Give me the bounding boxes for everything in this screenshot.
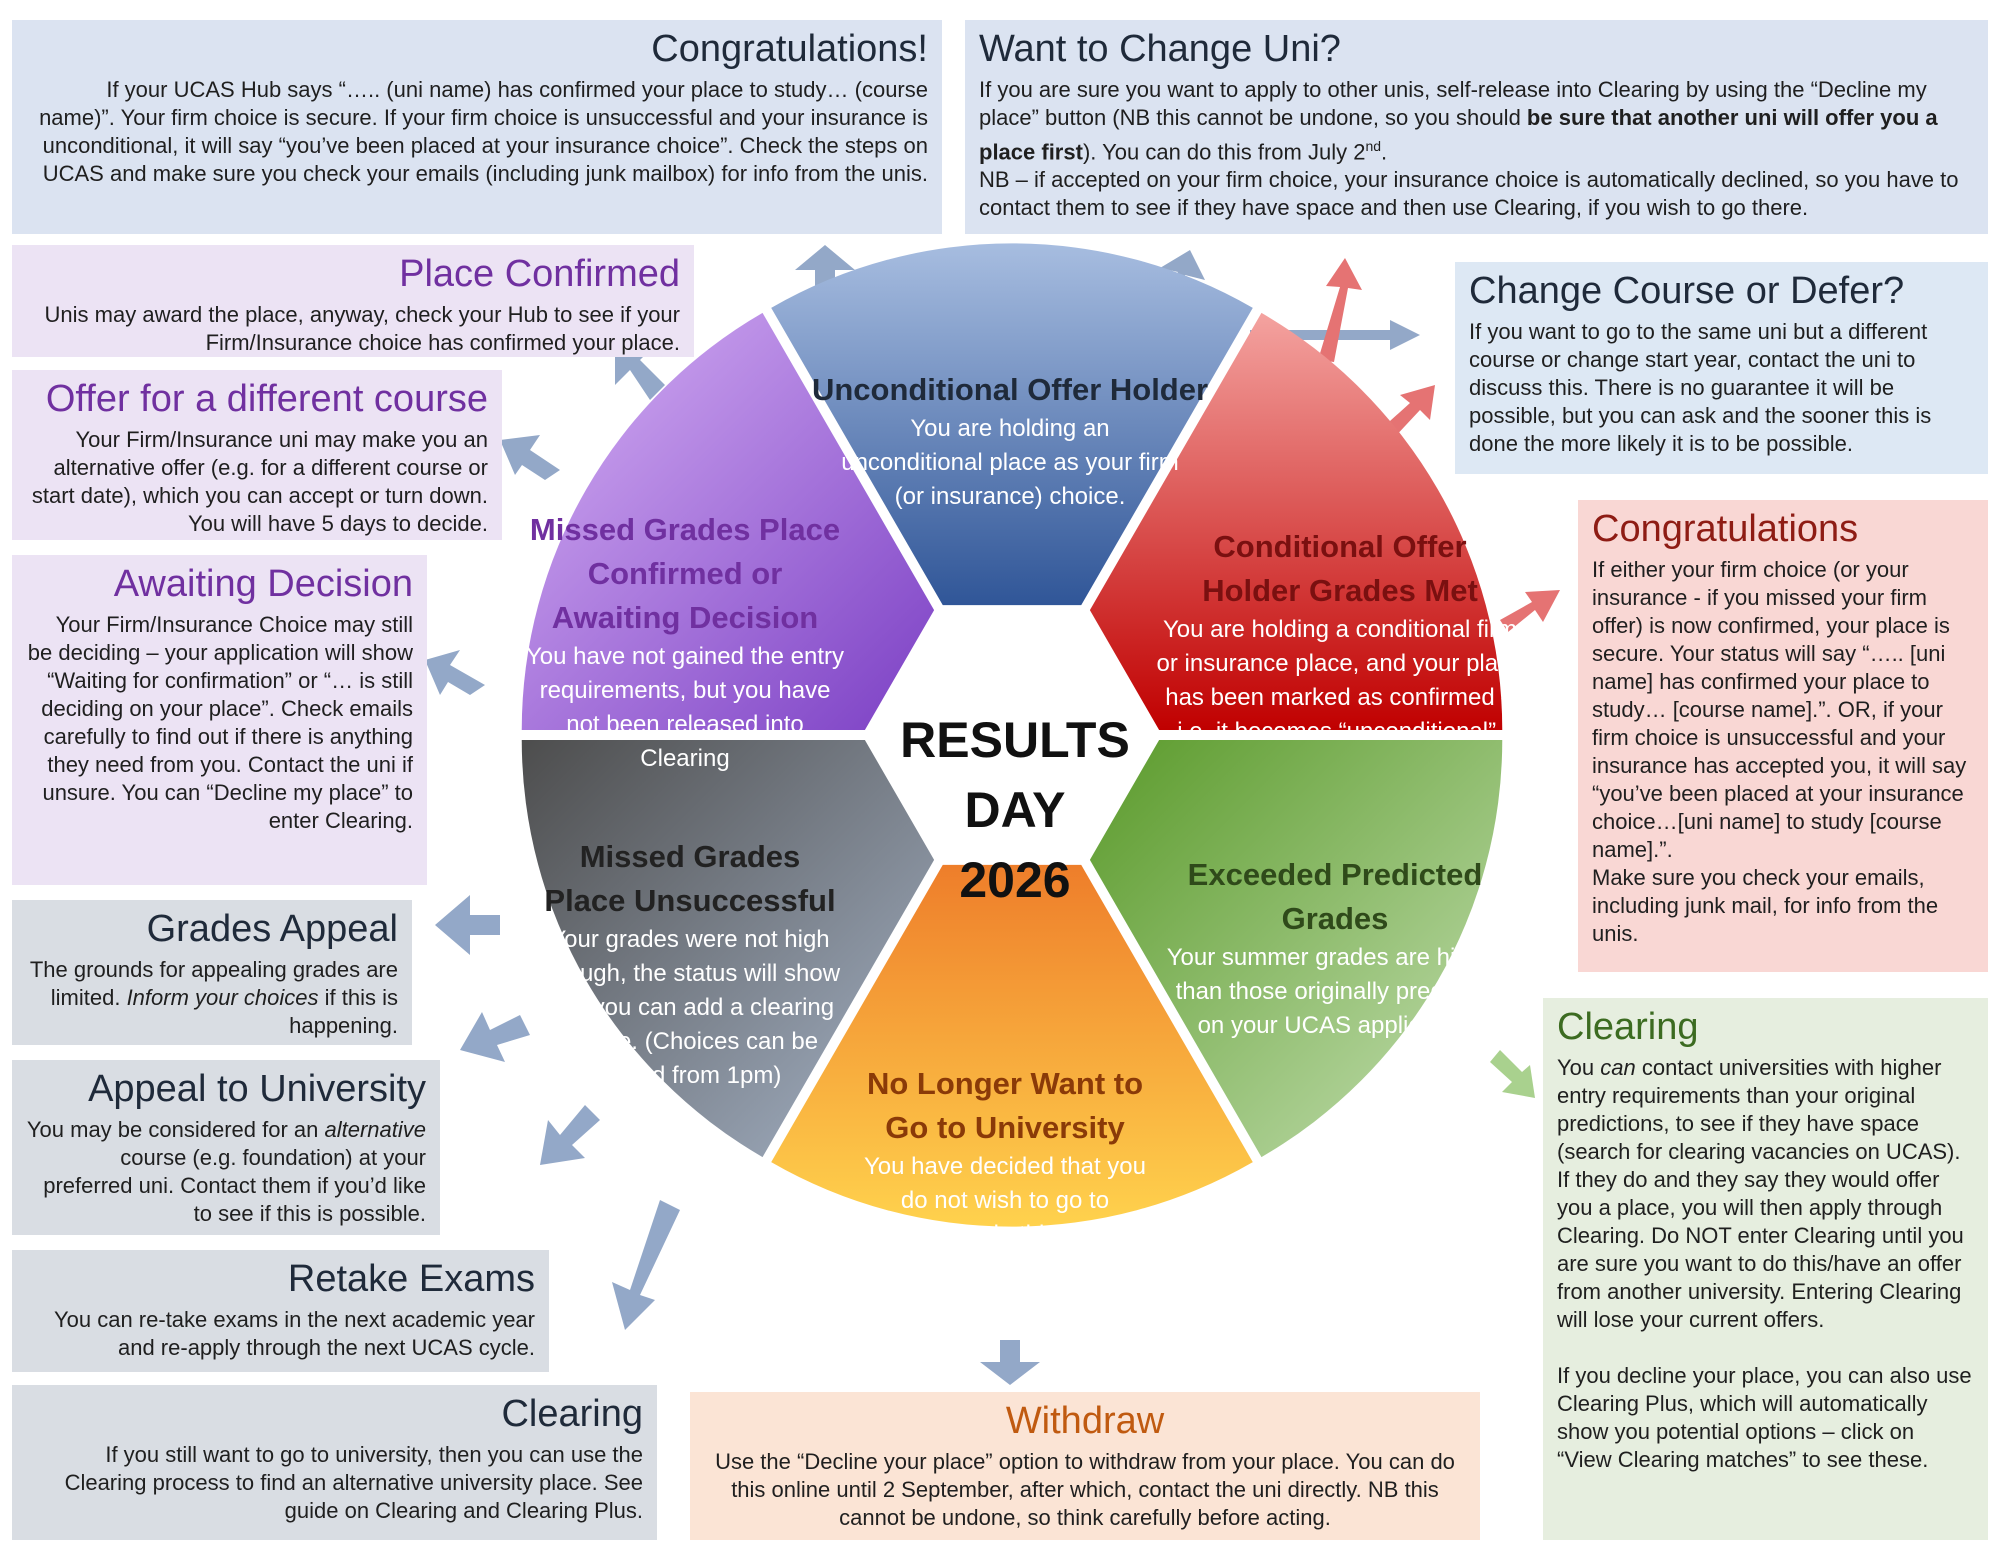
- different-course-text: Your Firm/Insurance uni may make you an …: [31, 427, 488, 536]
- change-course-text: If you want to go to the same uni but a …: [1469, 319, 1932, 456]
- place-confirmed-box: Place Confirmed Unis may award the place…: [12, 245, 694, 357]
- segment-unconditional-desc: You are holding an unconditional place a…: [841, 415, 1179, 510]
- segment-exceeded[interactable]: [1088, 740, 1503, 1158]
- appeal-university-title: Appeal to University: [88, 1068, 426, 1110]
- segment-no-longer[interactable]: [771, 861, 1253, 1227]
- segment-unconditional-title: Unconditional Offer Holder: [811, 372, 1209, 407]
- change-uni-title: Want to Change Uni?: [979, 28, 1341, 70]
- appeal-university-text: You may be considered for an alternative…: [26, 1116, 426, 1228]
- segment-conditional-desc: You are holding a conditional firm or in…: [1156, 616, 1524, 745]
- change-course-box: Change Course or Defer? If you want to g…: [1455, 262, 1988, 474]
- center-line-1: RESULTS: [900, 712, 1130, 768]
- segment-no-longer-desc: You have decided that you do not wish to…: [863, 1153, 1146, 1248]
- segment-conditional-text: Conditional Offer Holder Grades Met You …: [1150, 525, 1530, 749]
- congratulations-top-box: Congratulations! If your UCAS Hub says “…: [12, 20, 942, 234]
- place-confirmed-title: Place Confirmed: [399, 253, 680, 295]
- different-course-box: Offer for a different course Your Firm/I…: [12, 370, 502, 540]
- clearing-right-text-part2: contact universities with higher entry r…: [1557, 1055, 1964, 1332]
- grades-appeal-title: Grades Appeal: [146, 908, 398, 950]
- appeal-university-box: Appeal to University You may be consider…: [12, 1060, 440, 1235]
- withdraw-box: Withdraw Use the “Decline your place” op…: [690, 1392, 1480, 1540]
- clearing-left-text: If you still want to go to university, t…: [64, 1442, 643, 1523]
- congratulations-top-text: If your UCAS Hub says “….. (uni name) ha…: [39, 77, 928, 186]
- clearing-left-title: Clearing: [501, 1393, 643, 1435]
- change-course-title: Change Course or Defer?: [1469, 270, 1905, 312]
- clearing-right-italic: can: [1600, 1055, 1636, 1080]
- grades-appeal-italic: Inform your choices: [126, 985, 319, 1010]
- awaiting-decision-box: Awaiting Decision Your Firm/Insurance Ch…: [12, 555, 427, 885]
- grades-appeal-text-part2: if this is happening.: [289, 985, 398, 1038]
- appeal-university-text-part1: You may be considered for an: [26, 1117, 325, 1142]
- awaiting-decision-title: Awaiting Decision: [113, 563, 413, 605]
- different-course-title: Offer for a different course: [45, 378, 488, 420]
- segment-exceeded-text: Exceeded Predicted Grades Your summer gr…: [1165, 853, 1505, 1043]
- segment-exceeded-title: Exceeded Predicted Grades: [1187, 857, 1483, 936]
- segment-missed-confirmed[interactable]: [521, 312, 936, 730]
- segment-missed-confirmed-text: Missed Grades Place Confirmed or Awaitin…: [525, 508, 845, 776]
- appeal-university-italic: alternative: [324, 1117, 426, 1142]
- clearing-right-text-part1: You: [1557, 1055, 1601, 1080]
- center-hexagon: [862, 605, 1162, 865]
- appeal-university-text-part2: course (e.g. foundation) at your preferr…: [43, 1145, 426, 1226]
- segment-missed-unsuccessful[interactable]: [521, 740, 936, 1158]
- change-uni-note: NB – if accepted on your firm choice, yo…: [979, 167, 1959, 221]
- segment-no-longer-title: No Longer Want to Go to University: [866, 1066, 1144, 1145]
- retake-exams-text: You can re-take exams in the next academ…: [53, 1307, 535, 1360]
- segment-exceeded-desc: Your summer grades are higher than those…: [1166, 944, 1504, 1039]
- clearing-right-title: Clearing: [1557, 1006, 1699, 1048]
- retake-exams-title: Retake Exams: [287, 1258, 535, 1300]
- center-title: RESULTS DAY 2026: [890, 705, 1140, 915]
- segment-missed-confirmed-title: Missed Grades Place Confirmed or Awaitin…: [529, 512, 841, 635]
- change-uni-box: Want to Change Uni? If you are sure you …: [965, 20, 1988, 234]
- segment-unconditional[interactable]: [771, 243, 1253, 609]
- withdraw-text: Use the “Decline your place” option to w…: [715, 1449, 1455, 1530]
- congratulations-right-text: If either your firm choice (or your insu…: [1592, 557, 1967, 862]
- awaiting-decision-text: Your Firm/Insurance Choice may still be …: [27, 612, 413, 833]
- segment-missed-unsuccessful-desc: Your grades were not high enough, the st…: [539, 926, 841, 1089]
- segment-unconditional-text: Unconditional Offer Holder You are holdi…: [790, 368, 1230, 514]
- change-uni-sup: nd: [1365, 138, 1382, 154]
- segment-conditional-title: Conditional Offer Holder Grades Met: [1202, 529, 1478, 608]
- center-line-2: DAY: [964, 782, 1066, 838]
- segment-missed-confirmed-desc: You have not gained the entry requiremen…: [525, 643, 845, 772]
- change-uni-text-part2: ). You can do this from July 2: [1082, 139, 1366, 165]
- grades-appeal-text: The grounds for appealing grades are lim…: [26, 956, 398, 1040]
- grades-appeal-text-part1: The grounds for appealing grades are lim…: [29, 957, 398, 1010]
- congratulations-right-title: Congratulations: [1592, 508, 1859, 550]
- clearing-right-note: If you decline your place, you can also …: [1557, 1363, 1972, 1472]
- grades-appeal-box: Grades Appeal The grounds for appealing …: [12, 900, 412, 1045]
- congratulations-right-note: Make sure you check your emails, includi…: [1592, 865, 1939, 946]
- segment-missed-unsuccessful-text: Missed Grades Place Unsuccessful Your gr…: [530, 835, 850, 1093]
- clearing-left-box: Clearing If you still want to go to univ…: [12, 1385, 657, 1540]
- change-uni-text: If you are sure you want to apply to oth…: [979, 76, 1974, 166]
- segment-missed-unsuccessful-title: Missed Grades Place Unsuccessful: [544, 839, 836, 918]
- clearing-right-text: You can contact universities with higher…: [1557, 1054, 1974, 1334]
- place-confirmed-text: Unis may award the place, anyway, check …: [44, 302, 680, 355]
- withdraw-title: Withdraw: [1005, 1400, 1165, 1442]
- change-uni-text-part3: .: [1381, 139, 1388, 165]
- clearing-right-box: Clearing You can contact universities wi…: [1543, 998, 1988, 1540]
- segment-no-longer-text: No Longer Want to Go to University You h…: [850, 1062, 1160, 1252]
- segment-conditional[interactable]: [1088, 312, 1503, 730]
- retake-exams-box: Retake Exams You can re-take exams in th…: [12, 1250, 549, 1372]
- green-arrows: [1490, 1050, 1535, 1098]
- center-line-3: 2026: [959, 852, 1071, 908]
- congratulations-right-box: Congratulations If either your firm choi…: [1578, 500, 1988, 972]
- change-uni-bold: be sure that another uni will offer you …: [979, 105, 1938, 165]
- change-uni-text-part1: If you are sure you want to apply to oth…: [979, 77, 1927, 130]
- congratulations-top-title: Congratulations!: [651, 28, 928, 70]
